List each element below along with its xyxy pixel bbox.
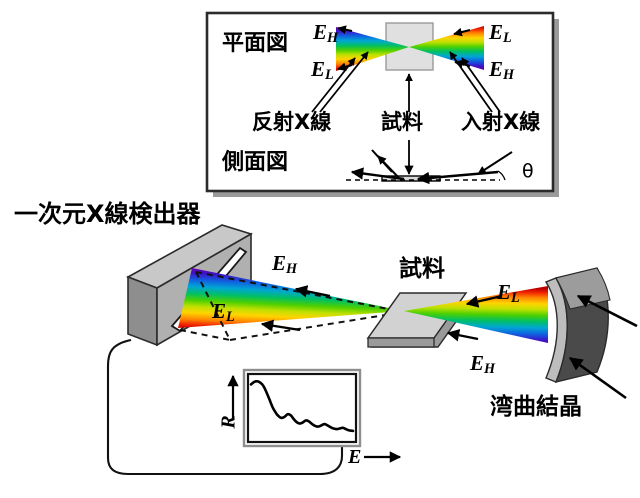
main-beam-detector [178,268,404,328]
plan-left-top-energy-label: EH [313,20,339,47]
energy-subscript: H [327,30,339,47]
crystal-beam-low-energy-label: EL [497,280,520,307]
detector-beam-high-energy-label: EH [272,251,298,278]
energy-symbol: E [489,20,504,44]
energy-symbol: E [470,351,485,375]
reflectivity-curve [249,379,355,433]
crystal-beam-arrow-upper [465,294,503,308]
energy-symbol: E [497,280,512,304]
inset-sample-label: 試料 [381,110,423,134]
source-rays [568,294,638,400]
curved-crystal-label: 湾曲結晶 [490,394,582,420]
energy-subscript: H [286,261,298,278]
energy-subscript: H [503,67,515,84]
energy-subscript: H [484,361,496,378]
energy-subscript: L [325,67,334,84]
energy-subscript: L [503,30,512,47]
crystal-beam-arrow-lower [446,329,479,342]
energy-subscript: L [511,290,520,307]
main-beam-crystal [404,286,548,343]
curved-crystal [544,267,611,384]
plot-x-axis-label: E [348,446,362,468]
main-sample-label: 試料 [399,256,445,282]
reflectivity-plot-frame [242,368,362,448]
main-beam-arrow-upper [294,285,331,298]
incident-xray-label: 入射X線 [461,110,541,134]
detector-cable [106,338,344,476]
theta-angle-label: θ [522,160,534,182]
plan-right-top-energy-label: EL [489,20,512,47]
inset-leader-incident [449,51,501,113]
inset-side-view [346,149,513,185]
energy-symbol: E [489,57,504,81]
inset-plan-arrow-right-top [453,27,471,37]
main-beam-arrow-lower [260,319,301,332]
plan-right-bottom-energy-label: EH [489,57,515,84]
plan-left-bottom-energy-label: EL [311,57,334,84]
construction-dashed-lines [179,271,405,341]
plot-y-axis-label: R [217,415,240,429]
energy-symbol: E [212,299,227,323]
energy-subscript: L [226,309,235,326]
detector-label: 一次元X線検出器 [14,200,201,228]
side-view-label: 側面図 [222,150,289,175]
energy-symbol: E [313,20,328,44]
energy-symbol: E [311,57,326,81]
energy-symbol: E [272,251,287,275]
detector-beam-low-energy-label: EL [212,299,235,326]
plan-view-label: 平面図 [222,31,289,56]
reflected-xray-label: 反射X線 [252,110,332,134]
inset-plan-arrow-left-top [337,25,353,34]
crystal-beam-high-energy-label: EH [470,351,496,378]
inset-leader-reflected [311,51,369,113]
